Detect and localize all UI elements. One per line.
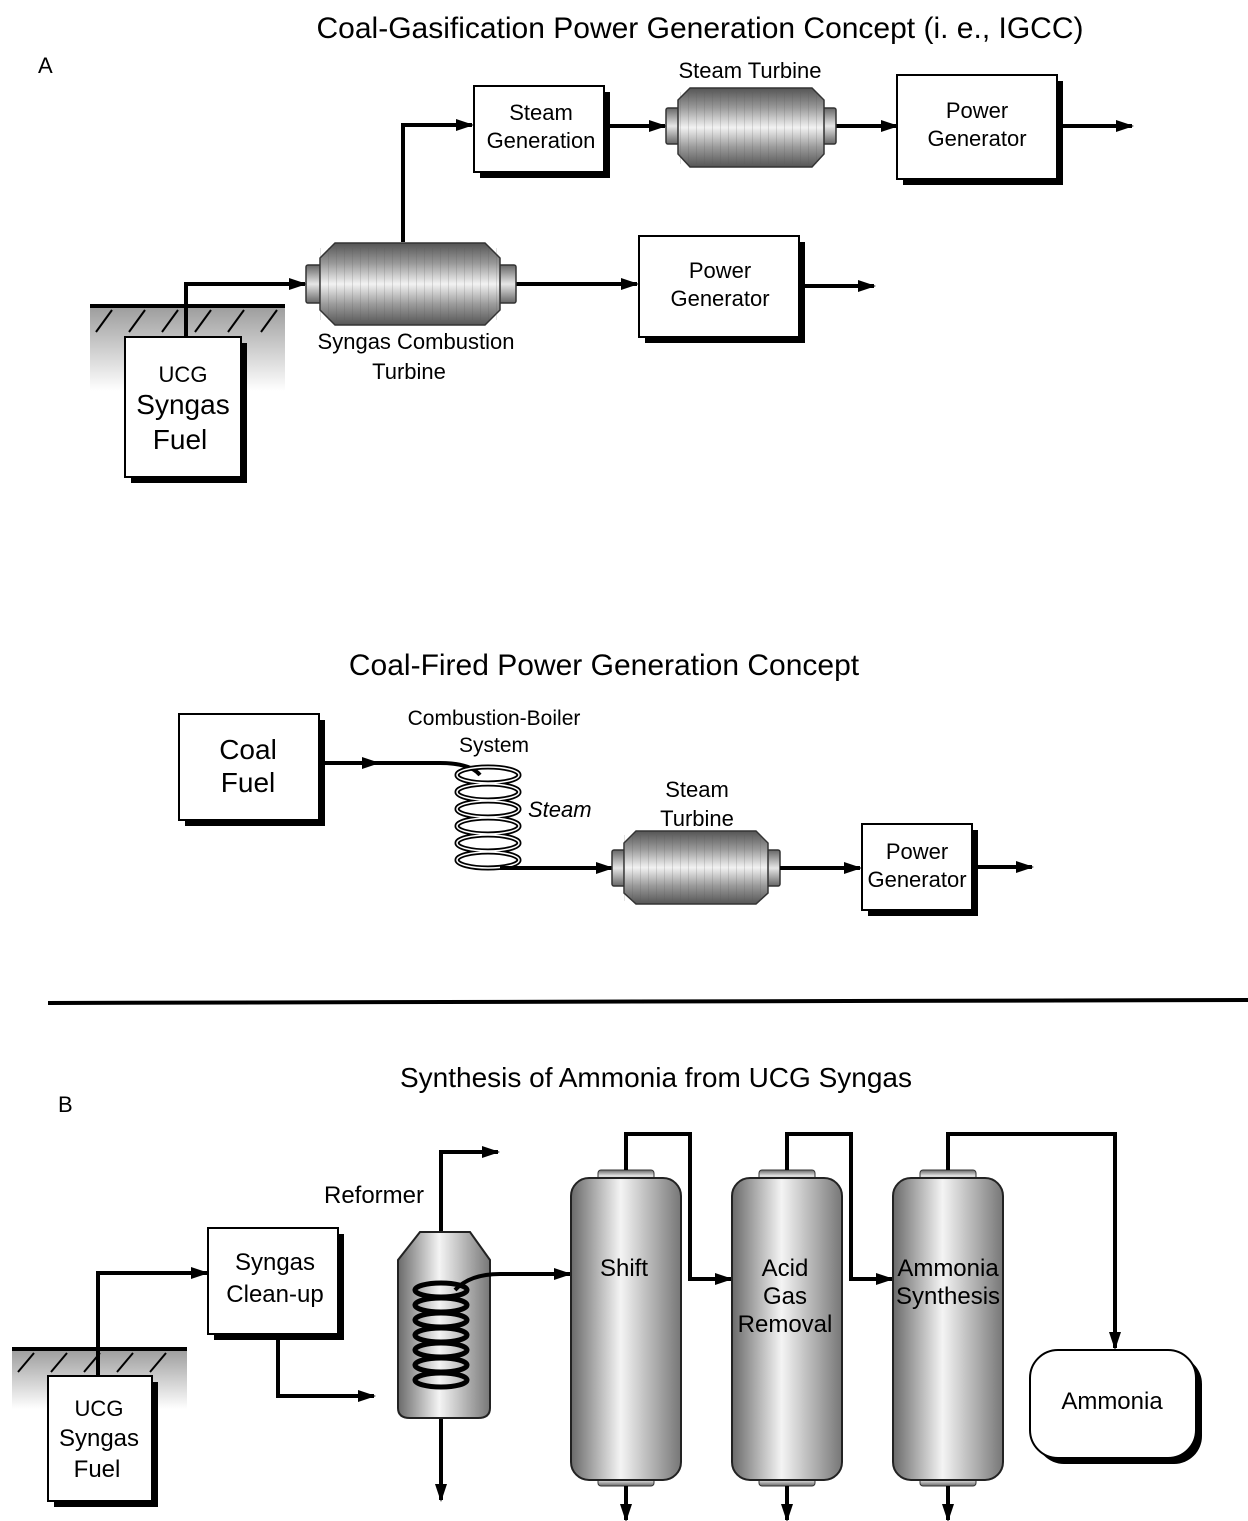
ucg-label-b: UCG: [75, 1396, 124, 1421]
cleanup-label-1: Syngas: [235, 1249, 315, 1276]
coal-label: Coal: [219, 734, 277, 765]
boiler-label-2: System: [459, 734, 529, 757]
ammonia-label: Ammonia: [1061, 1388, 1163, 1415]
flow-fuel-to-turbine: [184, 278, 307, 337]
steam-turbine-top: [665, 87, 837, 168]
flow-fuel-to-cleanup: [96, 1267, 209, 1376]
syngas-cleanup-box: Syngas Clean-up: [207, 1227, 344, 1340]
flow-reformer-to-shift: [453, 1268, 572, 1292]
power-generator-coal-label-1: Power: [886, 839, 948, 864]
fuel-label-a: Fuel: [153, 424, 207, 455]
section-divider: [47, 998, 1248, 1005]
flow-reformer-flue-out: [439, 1146, 500, 1233]
acid-gas-removal-vessel: Acid Gas Removal: [731, 1169, 843, 1487]
steam-turbine-mid: [611, 830, 781, 905]
igcc-title: Coal-Gasification Power Generation Conce…: [317, 12, 1084, 45]
flow-turbine-to-steam-gen: [401, 119, 474, 242]
ammonia-synthesis-label-1: Ammonia: [897, 1255, 999, 1282]
coal-fuel-box: Coal Fuel: [178, 713, 325, 826]
power-generator-top-label-2: Generator: [927, 126, 1026, 151]
acid-gas-label-3: Removal: [738, 1311, 833, 1338]
ammonia-title: Synthesis of Ammonia from UCG Syngas: [400, 1062, 912, 1093]
acid-gas-label-2: Gas: [763, 1283, 807, 1310]
shift-vessel: Shift: [570, 1169, 682, 1487]
acid-gas-label-1: Acid: [762, 1255, 809, 1282]
fuel-label-b: Fuel: [74, 1456, 121, 1483]
coal-fuel-label: Fuel: [221, 767, 275, 798]
shift-label: Shift: [600, 1255, 648, 1282]
flow-coal-to-coil: [378, 761, 482, 777]
syngas-combustion-turbine: [305, 242, 517, 326]
boiler-label-1: Combustion-Boiler: [408, 707, 581, 730]
syngas-label-a: Syngas: [136, 389, 229, 420]
reformer-coil: [412, 1280, 470, 1390]
syngas-label-b: Syngas: [59, 1425, 139, 1452]
steam-generation-label-2: Generation: [487, 128, 596, 153]
steam-turbine-mid-label-1: Steam: [665, 777, 729, 802]
coal-fired-title: Coal-Fired Power Generation Concept: [349, 649, 860, 682]
steam-generation-label-1: Steam: [509, 100, 573, 125]
power-generator-mid-box: Power Generator: [638, 235, 805, 343]
section-a-letter: A: [38, 53, 53, 78]
power-generator-top-label-1: Power: [946, 98, 1008, 123]
ammonia-synthesis-vessel: Ammonia Synthesis: [892, 1169, 1004, 1487]
power-generator-coal-label-2: Generator: [867, 867, 966, 892]
steam-turbine-top-label: Steam Turbine: [678, 58, 821, 83]
power-generator-coal-box: Power Generator: [861, 823, 978, 916]
cleanup-label-2: Clean-up: [226, 1281, 323, 1308]
flow-cleanup-to-reformer: [276, 1340, 376, 1402]
ammonia-synthesis-label-2: Synthesis: [896, 1283, 1000, 1310]
flow-shift-to-acid-gas: [624, 1132, 733, 1285]
power-generator-mid-label-1: Power: [689, 258, 751, 283]
steam-label: Steam: [528, 797, 592, 822]
ucg-syngas-fuel-box-b: UCG Syngas Fuel: [47, 1375, 158, 1507]
steam-turbine-mid-label-2: Turbine: [660, 806, 734, 831]
ammonia-product-box: Ammonia: [1029, 1349, 1202, 1464]
power-generator-top-box: Power Generator: [896, 74, 1063, 185]
combustion-turbine-label-2: Turbine: [372, 359, 446, 384]
reformer-label: Reformer: [324, 1182, 424, 1209]
section-b-letter: B: [58, 1092, 73, 1117]
flow-acid-gas-to-synthesis: [785, 1132, 894, 1285]
flow-synthesis-to-ammonia: [946, 1132, 1121, 1350]
combustion-turbine-label-1: Syngas Combustion: [318, 329, 515, 354]
power-generator-mid-label-2: Generator: [670, 286, 769, 311]
ucg-syngas-fuel-box-a: UCG Syngas Fuel: [124, 336, 247, 483]
ucg-label-a: UCG: [159, 362, 208, 387]
steam-generation-box: Steam Generation: [473, 85, 610, 178]
